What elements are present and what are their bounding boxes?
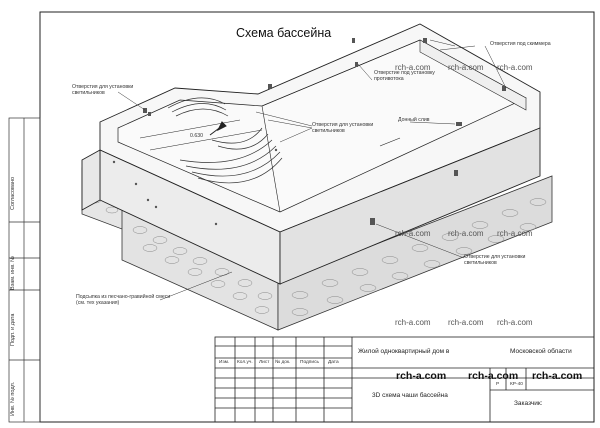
callout-sand-gravel-base: Подсыпка из песчано-гравийной смеси (см.…	[76, 294, 171, 306]
watermark: rch-a.com	[395, 63, 431, 72]
tb-col-kol: Кол.уч.	[237, 360, 253, 365]
tb-col-doc: № док.	[275, 360, 291, 365]
watermark: rch-a.com	[448, 229, 484, 238]
wall-openings	[112, 38, 506, 226]
tb-col-izm: Изм.	[219, 360, 230, 365]
side-stamp-soglasovano: Согласовано	[10, 176, 16, 210]
arrows	[209, 121, 401, 147]
tb-col-list: Лист	[259, 360, 270, 365]
title-block	[214, 336, 595, 423]
tb-stage: Р	[496, 382, 500, 387]
side-stamp-vzam-inv: Взам. инв. №	[10, 255, 16, 290]
callout-lights-holes-center: Отверстия для установки светильников	[312, 122, 374, 134]
callout-skimmer-holes: Отверстия под скиммера	[490, 41, 551, 47]
callout-counterflow-hole: Отверстие под установку противотока	[374, 70, 435, 82]
watermark: rch-a.com	[497, 229, 533, 238]
dimension-level: 0.630	[190, 133, 203, 139]
tb-sheet-title: 3D схема чаши бассейна	[372, 392, 448, 399]
pool-bowl	[81, 23, 541, 285]
callout-lights-holes-left: Отверстия для установки светильников	[72, 84, 134, 96]
watermark-bold: rch-a.com	[532, 370, 583, 382]
watermark: rch-a.com	[497, 63, 533, 72]
tb-sheet-no: КР-40	[510, 382, 523, 387]
watermark: rch-a.com	[448, 318, 484, 327]
tb-location: Московской области	[510, 348, 572, 355]
callout-bottom-drain: Донный слив	[398, 117, 430, 123]
watermark-bold: rch-a.com	[396, 370, 447, 382]
side-stamp-podp-data: Подп. и дата	[10, 313, 16, 346]
tb-project: Жилой одноквартирный дом в	[358, 348, 450, 355]
side-stamp-strip	[8, 117, 41, 423]
tb-customer: Заказчик:	[514, 400, 543, 407]
side-stamp-inv-podl: Инв. № подл.	[10, 381, 16, 416]
tb-col-sign: Подпись	[300, 360, 319, 365]
drawing-title: Схема бассейна	[236, 26, 332, 40]
watermark: rch-a.com	[497, 318, 533, 327]
tb-col-date: Дата	[328, 360, 339, 365]
watermark-bold: rch-a.com	[468, 370, 519, 382]
watermark: rch-a.com	[448, 63, 484, 72]
callout-lights-holes-right: Отверстие для установки светильников	[464, 254, 526, 266]
leader-lines	[117, 39, 507, 301]
watermark: rch-a.com	[395, 229, 431, 238]
pool-steps	[167, 97, 283, 184]
watermark: rch-a.com	[395, 318, 431, 327]
